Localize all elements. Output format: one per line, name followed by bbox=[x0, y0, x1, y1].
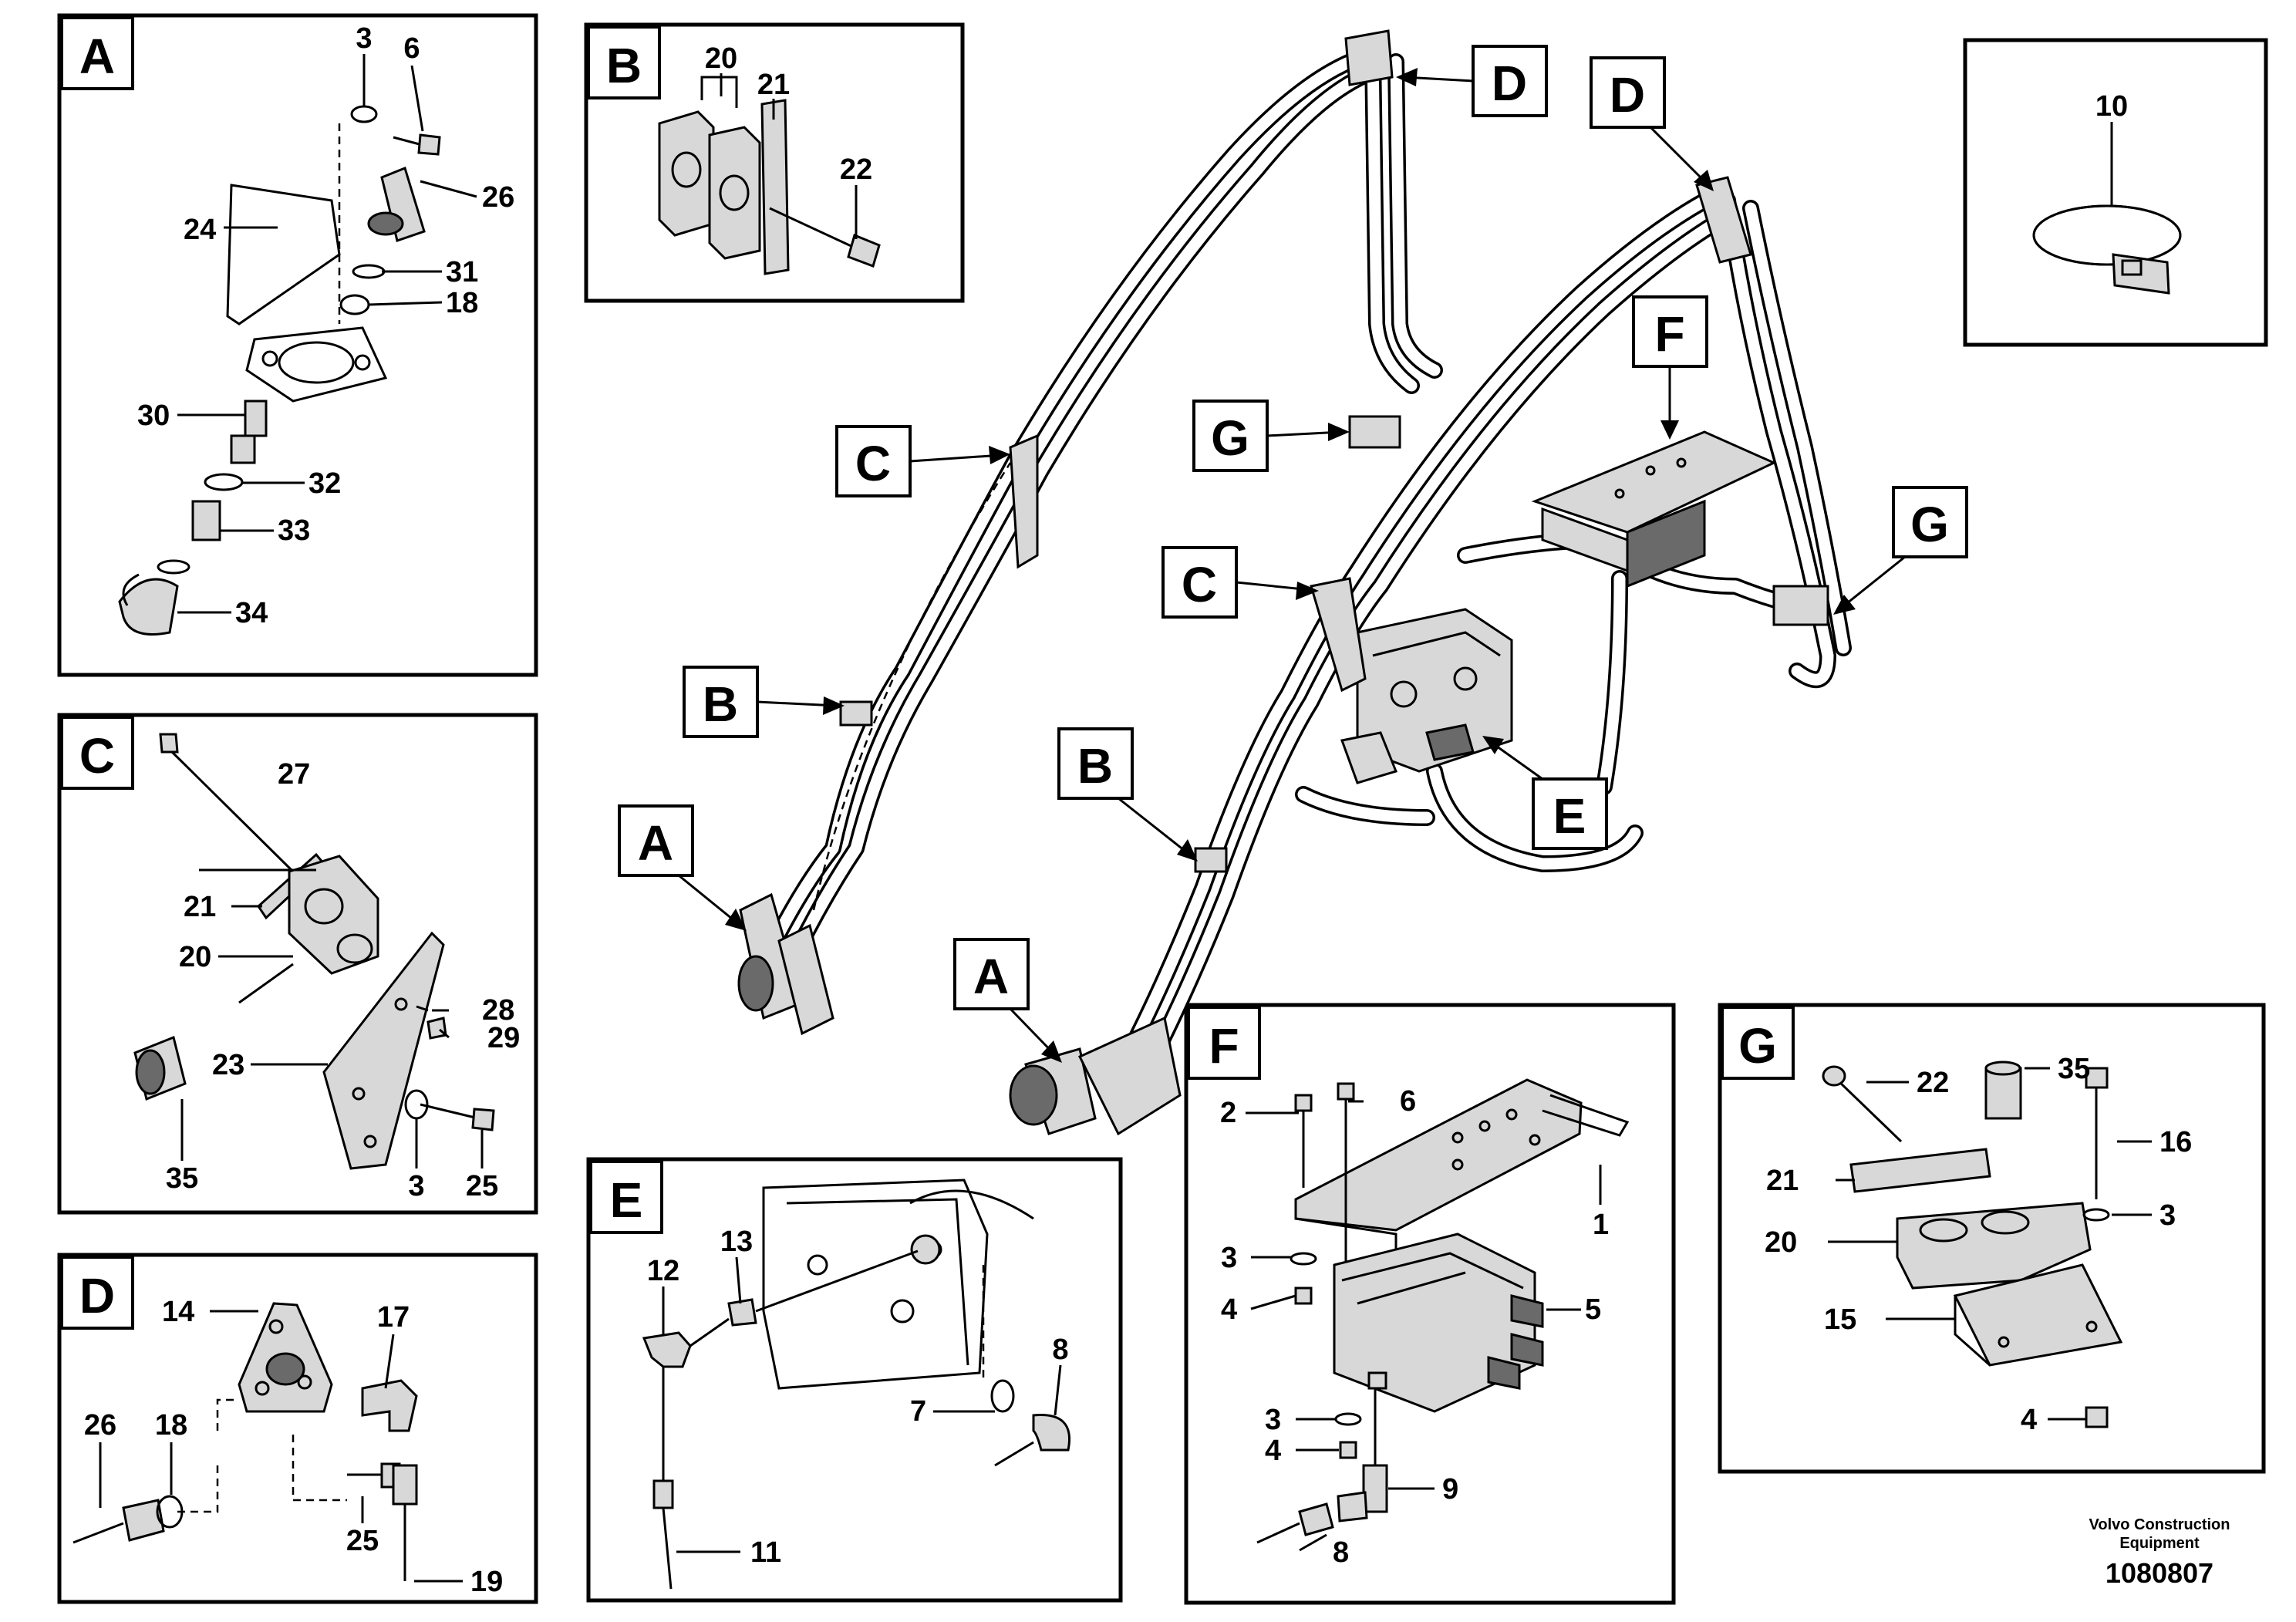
callout-f-8: 8 bbox=[1333, 1536, 1349, 1569]
callout-e-12: 12 bbox=[647, 1255, 679, 1287]
panel-c: C 27 21 20 bbox=[57, 713, 538, 1215]
callout-f-5: 5 bbox=[1585, 1293, 1601, 1326]
callout-d-17: 17 bbox=[377, 1301, 410, 1334]
callout-g-16: 16 bbox=[2159, 1126, 2192, 1158]
callout-a-18: 18 bbox=[446, 287, 478, 319]
overview-label-c1: C bbox=[855, 436, 891, 491]
callout-c-23: 23 bbox=[212, 1049, 244, 1081]
callout-f-9: 9 bbox=[1442, 1473, 1458, 1506]
callout-b-22: 22 bbox=[840, 153, 872, 186]
callout-a-26: 26 bbox=[482, 181, 514, 214]
callout-c-21: 21 bbox=[184, 891, 216, 923]
callout-f-6: 6 bbox=[1400, 1085, 1416, 1118]
callout-f-4a: 4 bbox=[1221, 1293, 1237, 1326]
callout-c-25: 25 bbox=[466, 1170, 498, 1202]
overview-label-g1: G bbox=[1211, 410, 1249, 466]
callout-c-29: 29 bbox=[487, 1022, 520, 1054]
callout-g-35: 35 bbox=[2058, 1053, 2090, 1085]
callout-f-1: 1 bbox=[1593, 1209, 1609, 1241]
callout-d-14: 14 bbox=[162, 1296, 194, 1328]
callout-a-3: 3 bbox=[356, 22, 372, 55]
callout-e-13: 13 bbox=[720, 1226, 753, 1258]
panel-f: F bbox=[1184, 1003, 1676, 1605]
overview-assembly bbox=[737, 29, 1852, 1136]
callout-d-25: 25 bbox=[346, 1525, 379, 1557]
overview-label-g2: G bbox=[1910, 497, 1949, 552]
callout-c-28: 28 bbox=[482, 994, 514, 1027]
panel-g-label: G bbox=[1738, 1018, 1777, 1074]
callout-a-24: 24 bbox=[184, 214, 216, 246]
panel-b-label: B bbox=[606, 38, 642, 93]
callout-g-20: 20 bbox=[1765, 1226, 1797, 1259]
panel-d-label: D bbox=[79, 1268, 115, 1324]
panel-g: G 22 35 16 21 3 20 bbox=[1718, 1003, 2266, 1474]
panel-e: E 12 13 8 7 11 bbox=[586, 1157, 1123, 1603]
callout-g-3: 3 bbox=[2159, 1199, 2176, 1232]
overview-label-f: F bbox=[1654, 306, 1684, 362]
panel-10: 10 bbox=[1963, 38, 2268, 347]
overview-label-d1: D bbox=[1492, 56, 1527, 111]
callout-a-33: 33 bbox=[278, 514, 310, 547]
overview-label-b1: B bbox=[703, 676, 738, 732]
panel-c-label: C bbox=[79, 728, 115, 784]
callout-f-4b: 4 bbox=[1265, 1435, 1281, 1467]
callout-10: 10 bbox=[2095, 90, 2128, 123]
panel-a: A 3 bbox=[57, 13, 538, 677]
callout-f-2: 2 bbox=[1220, 1097, 1236, 1129]
panel-b: B 20 21 22 bbox=[584, 22, 965, 303]
panel-f-label: F bbox=[1209, 1018, 1239, 1074]
callout-c-27: 27 bbox=[278, 758, 310, 791]
overview-label-a1: A bbox=[638, 815, 673, 871]
callout-a-30: 30 bbox=[137, 400, 170, 432]
overview-label-d2: D bbox=[1610, 67, 1645, 123]
callout-a-31: 31 bbox=[446, 256, 478, 288]
callout-b-21: 21 bbox=[757, 69, 790, 101]
footer: Volvo Construction Equipment 1080807 bbox=[2089, 1516, 2230, 1589]
callout-a-32: 32 bbox=[308, 467, 341, 500]
callout-e-7: 7 bbox=[910, 1395, 926, 1428]
company-name-line2: Equipment bbox=[2119, 1535, 2200, 1552]
panel-a-label: A bbox=[79, 29, 115, 84]
panel-d: D 14 17 26 18 25 19 bbox=[57, 1253, 538, 1604]
callout-c-35: 35 bbox=[166, 1162, 198, 1195]
callout-d-18: 18 bbox=[155, 1409, 187, 1442]
overview-label-c2: C bbox=[1182, 557, 1217, 612]
overview-labels: D D C C B B A A bbox=[618, 45, 1968, 1063]
callout-e-11: 11 bbox=[750, 1536, 781, 1569]
callout-d-26: 26 bbox=[84, 1409, 116, 1442]
callout-g-22: 22 bbox=[1917, 1067, 1949, 1099]
callout-a-34: 34 bbox=[235, 597, 268, 629]
callout-f-3a: 3 bbox=[1221, 1242, 1237, 1274]
drawing-number: 1080807 bbox=[2106, 1557, 2213, 1589]
callout-f-3b: 3 bbox=[1265, 1404, 1281, 1436]
company-name: Volvo Construction bbox=[2089, 1516, 2230, 1533]
overview-label-a2: A bbox=[973, 949, 1009, 1004]
callout-g-21: 21 bbox=[1766, 1165, 1799, 1197]
overview-label-e: E bbox=[1553, 788, 1586, 844]
callout-g-4: 4 bbox=[2021, 1404, 2037, 1436]
overview-label-b2: B bbox=[1077, 738, 1113, 794]
callout-e-8: 8 bbox=[1052, 1334, 1068, 1366]
callout-c-20: 20 bbox=[179, 941, 211, 973]
callout-a-6: 6 bbox=[403, 32, 420, 65]
callout-g-15: 15 bbox=[1824, 1303, 1856, 1336]
callout-b-20: 20 bbox=[705, 42, 737, 75]
callout-d-19: 19 bbox=[470, 1566, 503, 1598]
callout-c-3: 3 bbox=[408, 1170, 424, 1202]
panel-e-label: E bbox=[610, 1172, 643, 1228]
